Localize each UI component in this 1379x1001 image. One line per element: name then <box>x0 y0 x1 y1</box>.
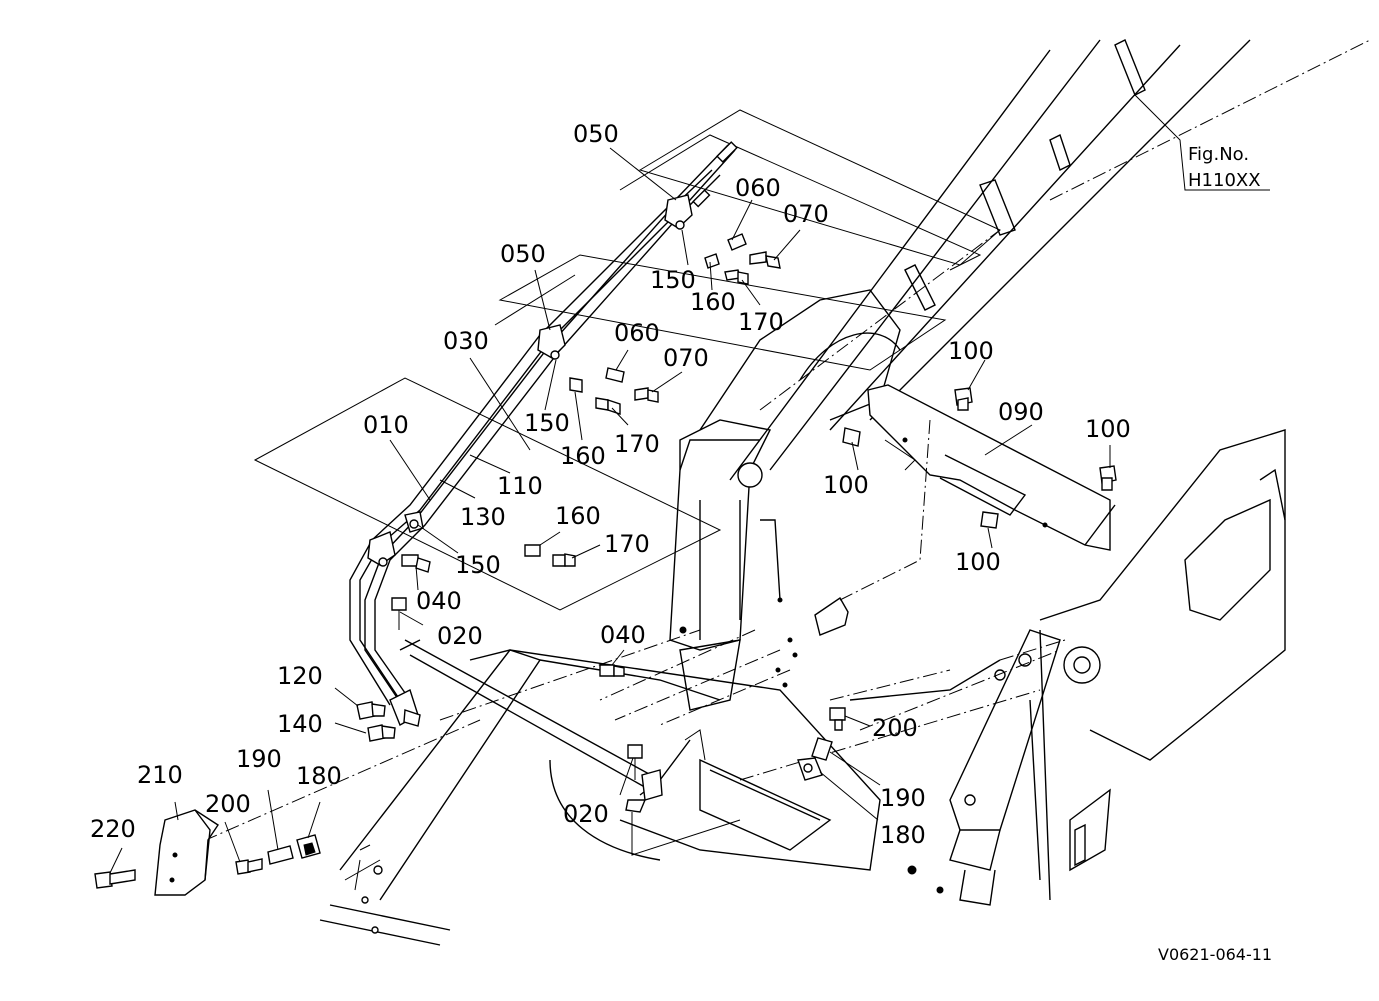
callout-100-top: 100 <box>948 337 994 365</box>
callout-170-lower: 170 <box>604 530 650 558</box>
figure-number-value: H110XX <box>1188 170 1261 191</box>
callout-120: 120 <box>277 662 323 690</box>
callout-160-middle: 160 <box>560 442 606 470</box>
callout-200-left: 200 <box>205 790 251 818</box>
callout-060-middle: 060 <box>614 319 660 347</box>
plug-020-left <box>391 597 407 630</box>
bolt-070-middle <box>634 387 659 403</box>
bolt-200-right <box>829 707 846 731</box>
bolt-100-top <box>954 387 973 411</box>
callout-020-center: 020 <box>563 800 609 828</box>
callout-070-upper: 070 <box>783 200 829 228</box>
cover-090 <box>814 384 1116 636</box>
callout-170-middle: 170 <box>614 430 660 458</box>
nut-180-left <box>296 834 321 859</box>
callout-090: 090 <box>998 398 1044 426</box>
callout-020-left: 020 <box>437 622 483 650</box>
leader-lines <box>109 147 1111 874</box>
fitting-120 <box>356 701 386 720</box>
spacer-160-lower <box>524 544 541 557</box>
callout-040-center: 040 <box>600 621 646 649</box>
callout-180-right: 180 <box>880 821 926 849</box>
hydraulic-pipe-bundle <box>349 141 738 796</box>
pipe-clamp-upper <box>664 194 693 230</box>
callout-100-right: 100 <box>1085 415 1131 443</box>
bolt-170-lower <box>552 553 576 567</box>
callout-150-upper: 150 <box>650 266 696 294</box>
callout-150-lower: 150 <box>455 551 501 579</box>
bolt-100-bottom <box>980 511 999 529</box>
figure-number-label: Fig.No. <box>1188 144 1249 165</box>
callout-140: 140 <box>277 710 323 738</box>
pipe-clamp-middle <box>537 324 566 360</box>
plug-020-center <box>627 744 643 780</box>
bolt-170-upper <box>724 269 749 285</box>
callout-050-middle: 050 <box>500 240 546 268</box>
bolt-200-left <box>235 858 263 875</box>
callout-060-upper: 060 <box>735 174 781 202</box>
spacer-190-right <box>811 737 833 761</box>
callout-160-upper: 160 <box>690 288 736 316</box>
callout-220: 220 <box>90 815 136 843</box>
bolt-170-middle <box>595 397 621 415</box>
callout-210: 210 <box>137 761 183 789</box>
spacer-160-upper <box>704 253 720 269</box>
callout-150-middle: 150 <box>524 409 570 437</box>
spacer-190-left <box>267 845 294 865</box>
spacer-060-upper <box>727 233 747 251</box>
pipe-clamp-lower <box>367 511 424 567</box>
drawing-reference-id: V0621-064-11 <box>1158 945 1272 964</box>
pipe-bracket-center <box>625 769 663 813</box>
callout-040-left: 040 <box>416 587 462 615</box>
callout-100-left: 100 <box>823 471 869 499</box>
bolt-100-right <box>1099 465 1117 491</box>
callout-200-right: 200 <box>872 714 918 742</box>
spacer-160-middle <box>569 377 583 393</box>
callout-010: 010 <box>363 411 409 439</box>
callout-160-lower: 160 <box>555 502 601 530</box>
cover-plate-210 <box>154 809 219 896</box>
spacer-060-middle <box>605 367 625 383</box>
bolt-100-left <box>842 427 861 447</box>
callout-190-left: 190 <box>236 745 282 773</box>
callout-070-middle: 070 <box>663 344 709 372</box>
bolt-070-upper <box>749 251 781 269</box>
callout-130: 130 <box>460 503 506 531</box>
callout-050-upper: 050 <box>573 120 619 148</box>
callout-110: 110 <box>497 472 543 500</box>
callout-030: 030 <box>443 327 489 355</box>
nut-180-right <box>797 757 823 781</box>
loader-frame-drawing <box>159 39 1371 946</box>
callout-100-bottom: 100 <box>955 548 1001 576</box>
callout-190-right: 190 <box>880 784 926 812</box>
bolt-040-left <box>401 554 431 573</box>
callout-labels: 050 060 070 150 160 170 050 030 060 070 … <box>90 120 1131 849</box>
callout-170-upper: 170 <box>738 308 784 336</box>
pipe-bracket-lower <box>389 689 421 727</box>
bolt-040-center <box>599 664 625 677</box>
bolt-220 <box>94 869 136 889</box>
callout-180-left: 180 <box>296 762 342 790</box>
fitting-140 <box>367 724 396 742</box>
